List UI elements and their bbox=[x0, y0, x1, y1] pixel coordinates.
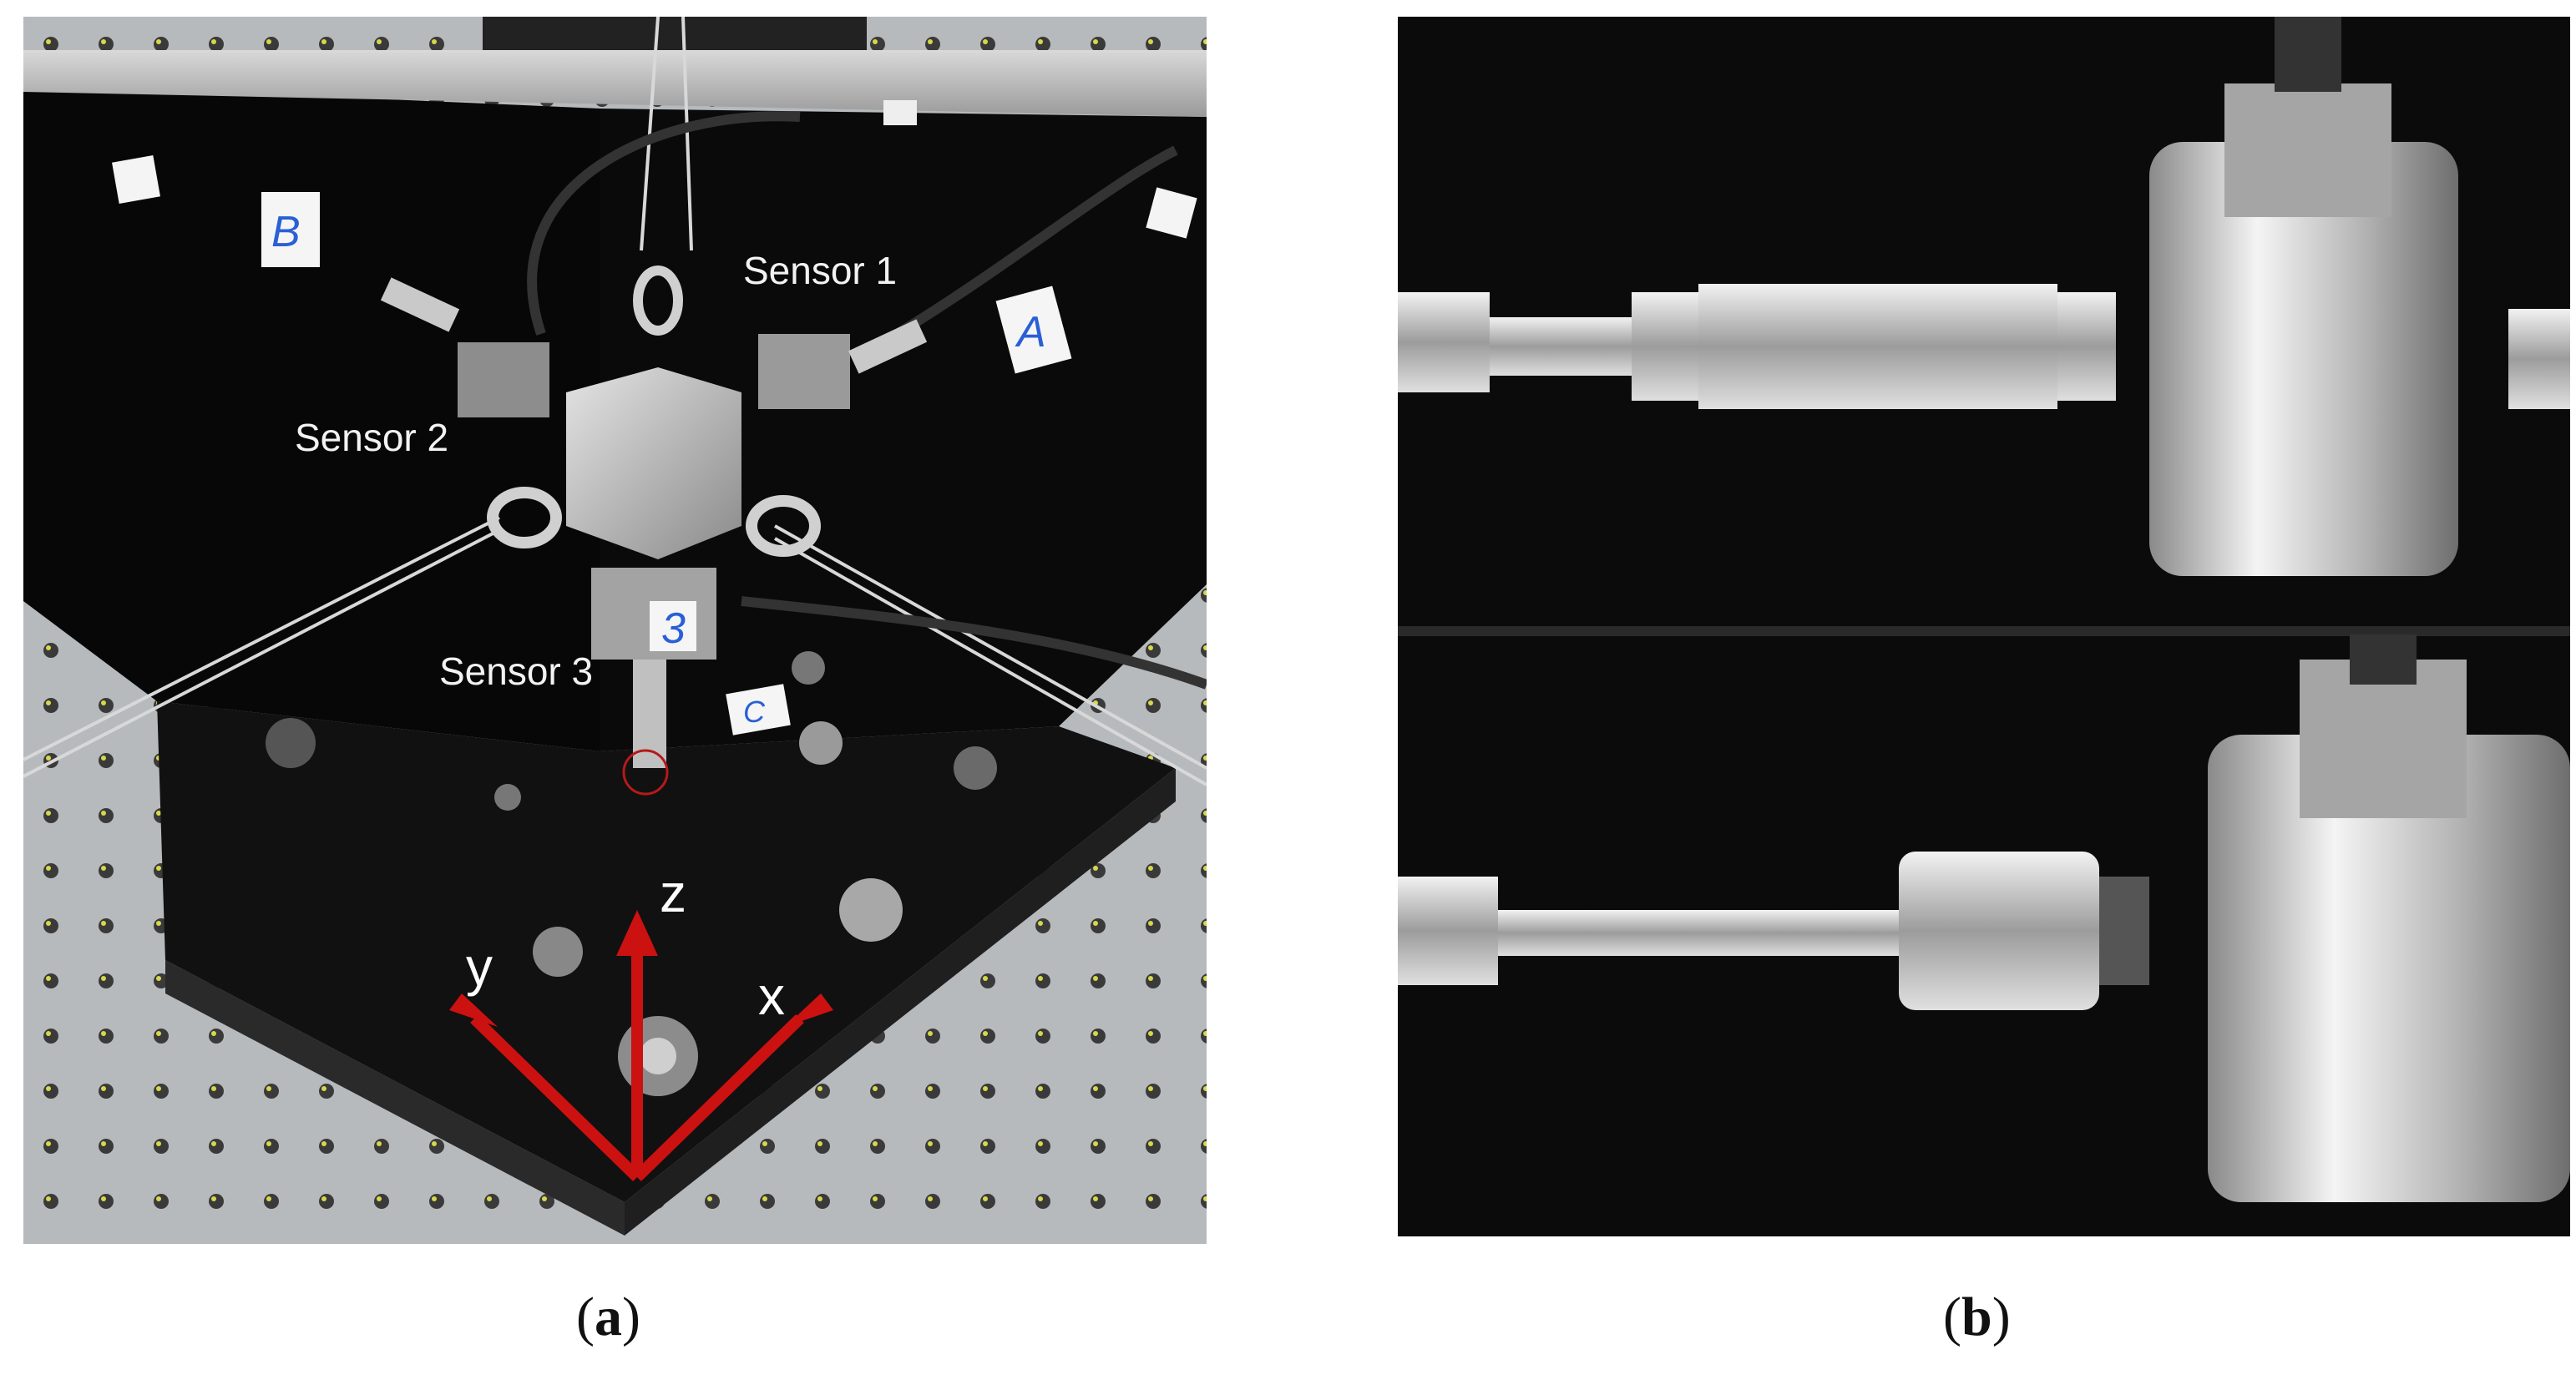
bottom-sensor-assembly bbox=[1398, 634, 2570, 1202]
photo-panel-a: B A C 3 Sensor 1 Sensor 2 Sensor 3 z y x bbox=[23, 17, 1207, 1244]
top-sensor-assembly bbox=[1398, 17, 2570, 576]
fixture-photo: B A C 3 Sensor 1 Sensor 2 Sensor 3 z y x bbox=[23, 17, 1207, 1244]
back-wall-left bbox=[23, 83, 600, 751]
tag-b: B bbox=[271, 208, 301, 256]
axis-label-y: y bbox=[466, 937, 493, 997]
sensor-closeup-photo bbox=[1398, 17, 2570, 1236]
back-wall-right bbox=[600, 109, 1207, 751]
sensor-2-body bbox=[458, 342, 549, 417]
sensor-2-label: Sensor 2 bbox=[295, 416, 448, 459]
tag-a-card bbox=[995, 286, 1072, 374]
tag-c-card bbox=[726, 684, 791, 735]
sensor-cube bbox=[566, 367, 741, 559]
plate-edge-right bbox=[625, 768, 1176, 1236]
support-wires bbox=[23, 17, 1207, 786]
sensor-3-label: Sensor 3 bbox=[439, 650, 593, 693]
sensor-cables bbox=[527, 111, 1207, 690]
caption-a: (a) bbox=[576, 1286, 640, 1347]
tag-c: C bbox=[743, 695, 766, 729]
photo-panel-b bbox=[1398, 17, 2570, 1236]
tag-3: 3 bbox=[661, 604, 686, 653]
floor-plate bbox=[157, 701, 1176, 1202]
sensor-1-body bbox=[758, 334, 850, 409]
tag-3-card bbox=[650, 601, 696, 651]
tag-b-card bbox=[261, 192, 320, 267]
axis-label-x: x bbox=[758, 966, 785, 1026]
plate-edge bbox=[165, 960, 625, 1236]
caption-b: (b) bbox=[1943, 1286, 2011, 1347]
axis-label-z: z bbox=[660, 863, 686, 923]
tag-a: A bbox=[1015, 308, 1046, 356]
axis-arrows bbox=[449, 910, 833, 1182]
sensor-1-label: Sensor 1 bbox=[743, 249, 897, 292]
